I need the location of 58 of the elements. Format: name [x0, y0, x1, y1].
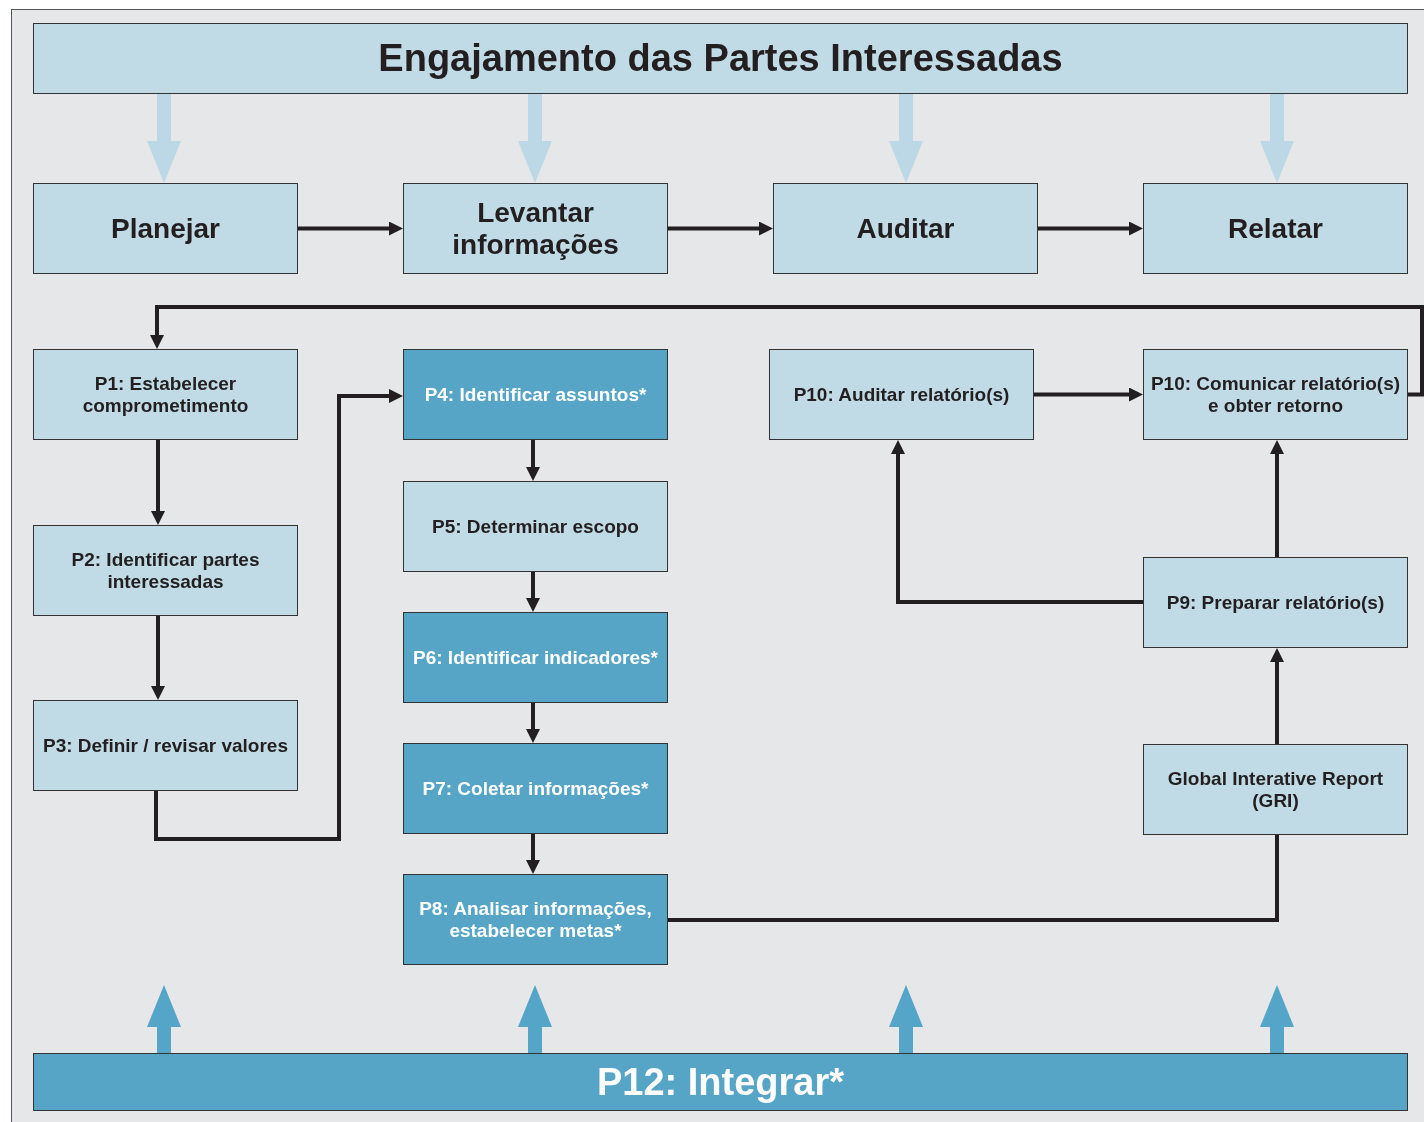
- node-label: P1: Estabelecer comprometimento: [81, 372, 250, 417]
- process-box: [1143, 183, 1408, 274]
- arrow: [526, 438, 540, 483]
- arrow: [526, 570, 540, 614]
- process-box: [1143, 557, 1408, 648]
- arrow: [150, 305, 1424, 397]
- node-label: P6: Identificar indicadores*: [413, 646, 658, 669]
- header-band: [33, 23, 1408, 94]
- arrow: [666, 222, 775, 236]
- node-label: P8: Analisar informações, estabelecer metas*: [418, 897, 653, 942]
- block-arrow: [889, 94, 923, 183]
- arrow: [526, 701, 540, 745]
- node-label: Planejar: [111, 212, 220, 245]
- node-label: Engajamento das Partes Interessadas: [378, 37, 1063, 80]
- block-arrow: [147, 94, 181, 183]
- node-label: P4: Identificar assuntos*: [424, 383, 647, 406]
- process-box: [769, 349, 1034, 440]
- node-label: P10: Auditar relatório(s): [793, 383, 1010, 406]
- node-label: P7: Coletar informações*: [422, 777, 649, 800]
- process-box: [1143, 349, 1408, 440]
- node-label: P5: Determinar escopo: [432, 515, 639, 538]
- footer-band: [33, 1053, 1408, 1111]
- node-label: Relatar: [1228, 212, 1323, 245]
- node-label: Global Interative Report (GRI): [1166, 767, 1385, 812]
- node-label: Levantar informações: [451, 196, 620, 261]
- block-arrow: [518, 985, 552, 1053]
- process-box: [33, 700, 298, 791]
- block-arrow: [1260, 94, 1294, 183]
- node-label: P3: Definir / revisar valores: [43, 734, 288, 757]
- node-label: P10: Comunicar relatório(s) e obter retorno: [1149, 372, 1402, 417]
- block-arrow: [147, 985, 181, 1053]
- process-box: [33, 525, 298, 616]
- arrow: [526, 832, 540, 876]
- process-box: [403, 183, 668, 274]
- block-arrow: [518, 94, 552, 183]
- arrow: [151, 614, 165, 702]
- node-label: P12: Integrar*: [596, 1060, 845, 1104]
- process-box: [403, 481, 668, 572]
- process-box: [403, 743, 668, 834]
- process-box: [773, 183, 1038, 274]
- node-label: Auditar: [856, 212, 955, 245]
- process-box: [403, 612, 668, 703]
- process-box: [33, 183, 298, 274]
- process-box: [33, 349, 298, 440]
- arrow: [1032, 388, 1145, 402]
- arrow: [1270, 438, 1284, 559]
- arrow: [1270, 646, 1284, 746]
- process-box: [403, 349, 668, 440]
- block-arrow: [1260, 985, 1294, 1053]
- node-label: P9: Preparar relatório(s): [1166, 591, 1385, 614]
- connector-line: [668, 835, 1279, 922]
- arrow: [1036, 222, 1145, 236]
- block-arrow: [889, 985, 923, 1053]
- arrow: [296, 222, 405, 236]
- process-box: [403, 874, 668, 965]
- arrow: [151, 438, 165, 527]
- node-label: P2: Identificar partes interessadas: [70, 548, 261, 593]
- process-box: [1143, 744, 1408, 835]
